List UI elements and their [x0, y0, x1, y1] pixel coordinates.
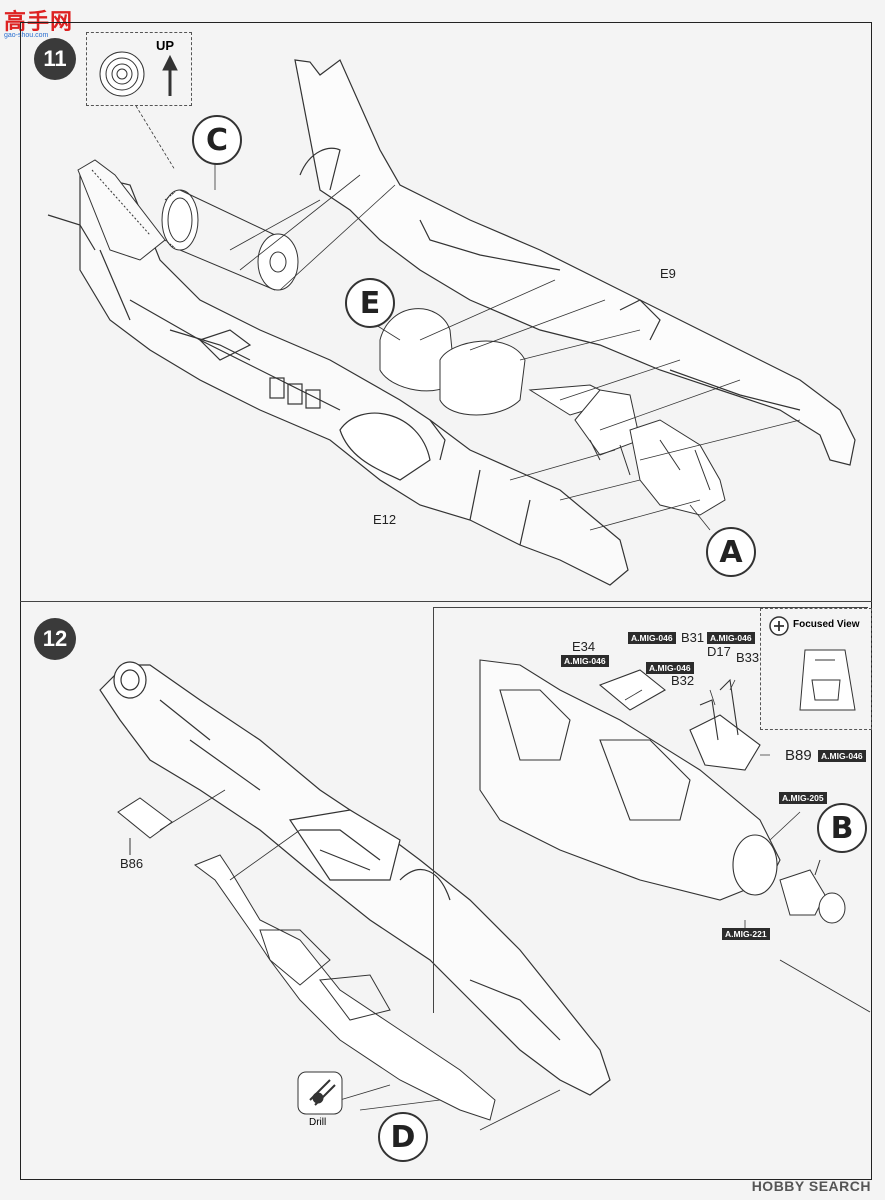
paint-tag-b89: A.MIG-046 [818, 750, 866, 762]
part-e34-label: E34 [572, 639, 596, 654]
paint-tag-d17: A.MIG-046 [707, 632, 755, 644]
part-b33-label: B33 [736, 650, 760, 665]
part-e12-label: E12 [373, 512, 397, 527]
hobbysearch-watermark: HOBBY SEARCH [751, 1178, 871, 1194]
part-e9-label: E9 [660, 266, 676, 281]
focused-view-label: Focused View [793, 619, 860, 630]
step-11-badge: 11 [34, 38, 76, 80]
step-divider [20, 601, 872, 602]
part-d17-label: D17 [707, 644, 731, 659]
step11-leader-lines [135, 105, 801, 531]
up-arrow-icon [162, 54, 178, 96]
paint-tag-panel: A.MIG-205 [779, 792, 827, 804]
callout-e: E [345, 278, 395, 328]
callout-d: D [378, 1112, 428, 1162]
inset-diagonal [779, 959, 871, 1013]
step-12-badge: 12 [34, 618, 76, 660]
engine-nozzle-part [161, 189, 299, 291]
part-b32-label: B32 [671, 673, 695, 688]
panel-b86 [117, 797, 173, 855]
gear-bay-d [193, 854, 496, 1121]
fuselage-assembled [99, 661, 611, 1096]
focused-view-frame [760, 608, 872, 730]
paint-tag-e34: A.MIG-046 [561, 655, 609, 667]
cockpit-tub-part [528, 384, 726, 516]
up-orientation-box [86, 32, 192, 106]
drill-label: Drill [309, 1117, 327, 1128]
watermark-url: gao-shou.com [4, 32, 49, 39]
paint-tag-b31: A.MIG-046 [628, 632, 676, 644]
roundel-decal [99, 51, 145, 97]
inset-detail-frame [433, 607, 868, 1013]
inset-cockpit [479, 659, 781, 901]
callout-b: B [817, 803, 867, 853]
callout-c: C [192, 115, 242, 165]
fuselage-half-right [294, 59, 856, 466]
instrument-part-b [779, 859, 846, 924]
part-b89-label: B89 [785, 747, 812, 764]
plus-circle-icon [769, 616, 789, 636]
focused-view-drawing [799, 649, 856, 711]
part-b86-label: B86 [120, 856, 144, 871]
callout-a: A [706, 527, 756, 577]
part-b31-label: B31 [681, 630, 705, 645]
drill-icon [297, 1071, 343, 1115]
up-label: UP [156, 38, 175, 53]
paint-tag-b32: A.MIG-046 [646, 662, 694, 674]
fuselage-half-left [47, 164, 629, 586]
intake-duct-part [379, 308, 526, 416]
paint-tag-bulkhead: A.MIG-221 [722, 928, 770, 940]
